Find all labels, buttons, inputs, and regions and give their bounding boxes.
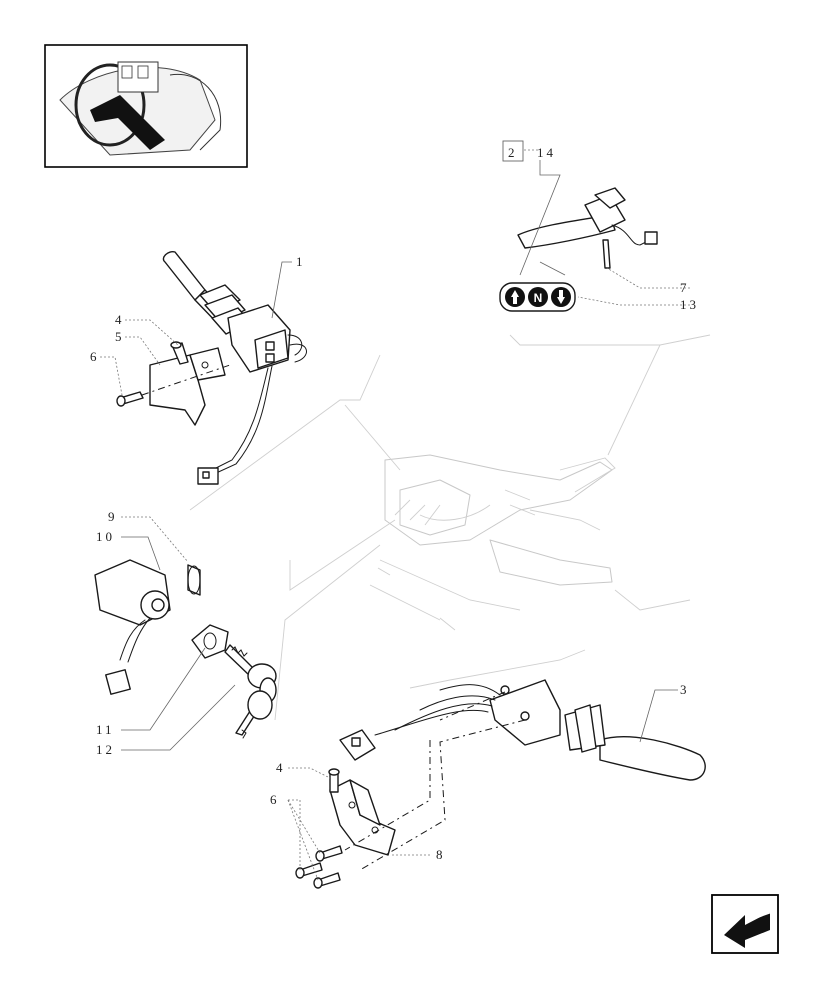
next-page-arrow-icon[interactable] — [711, 894, 779, 954]
part-3-lighting-switch — [339, 679, 706, 781]
callout-10: 10 — [96, 529, 115, 544]
callout-5: 5 — [115, 329, 125, 344]
part-11-nut — [191, 624, 229, 659]
leader-14-bracket-b — [539, 261, 566, 276]
background-assembly-ghost — [369, 454, 616, 631]
callout-11: 11 — [96, 722, 115, 737]
part-14-shuttle-lever — [517, 187, 658, 269]
callout-13: 13 — [680, 297, 699, 312]
callout-4-upper: 4 — [115, 312, 125, 327]
steering-column-location-icon — [44, 44, 248, 168]
callout-14: 14 — [537, 145, 556, 160]
callout-6-upper: 6 — [90, 349, 100, 364]
callout-7: 7 — [680, 280, 690, 295]
part-8-bracket — [329, 779, 396, 856]
part-13-direction-symbol-plate: N — [499, 282, 576, 312]
assembly-axis-line — [141, 364, 231, 396]
mounting-axis-lines — [344, 691, 526, 871]
part-10-ignition-switch — [94, 559, 171, 695]
callout-2: 2 — [508, 145, 518, 160]
callout-9: 9 — [108, 509, 118, 524]
callout-12: 12 — [96, 742, 115, 757]
callout-8: 8 — [436, 847, 446, 862]
callout-6-lower: 6 — [270, 792, 280, 807]
part-6-screw — [116, 391, 144, 407]
part-6-screws-lower — [295, 845, 343, 889]
part-4-pin — [170, 341, 189, 365]
assembly-leader-lines — [189, 334, 711, 721]
part-9-ring — [187, 564, 201, 596]
callout-4-lower: 4 — [276, 760, 286, 775]
part-4-pin-lower — [328, 768, 340, 793]
part-1-combination-switch — [162, 250, 307, 485]
leader-14-bracket — [519, 160, 561, 276]
part-2-reference-box — [502, 140, 524, 162]
neutral-symbol-label: N — [534, 291, 543, 305]
callout-1: 1 — [296, 254, 306, 269]
callout-3: 3 — [680, 682, 690, 697]
part-12-keys — [224, 644, 277, 739]
part-5-bracket — [149, 347, 226, 426]
callout-leader-lines — [100, 149, 690, 881]
